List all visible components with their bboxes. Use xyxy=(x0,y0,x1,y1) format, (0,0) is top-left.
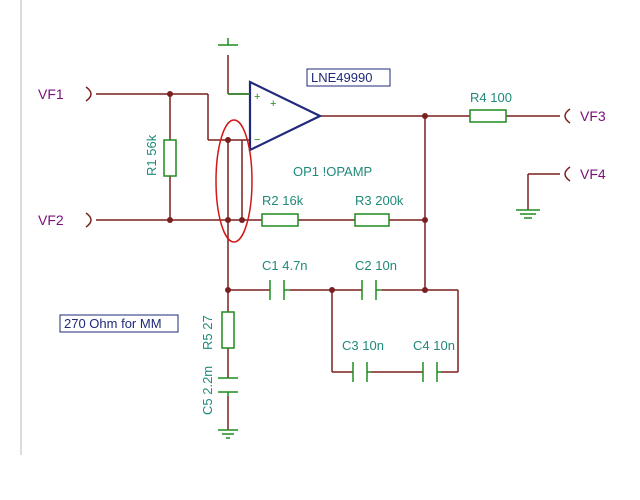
opamp-part-box xyxy=(306,68,391,87)
resistor-r2[interactable] xyxy=(261,213,299,227)
resistor-r5[interactable] xyxy=(221,311,235,349)
c1-label: C1 4.7n xyxy=(262,258,308,273)
wires xyxy=(96,55,560,430)
r3-label: R3 200k xyxy=(355,193,404,208)
capacitor-c2[interactable] xyxy=(361,280,382,300)
mm-note-label: 270 Ohm for MM xyxy=(64,316,162,331)
supply-icon xyxy=(218,38,238,46)
opamp-op1[interactable] xyxy=(228,80,323,152)
capacitor-c1[interactable] xyxy=(269,280,290,300)
resistor-r4[interactable] xyxy=(469,109,507,123)
vf2-port-icon[interactable] xyxy=(85,212,92,228)
vf4-port-icon[interactable] xyxy=(564,166,571,182)
junctions xyxy=(167,91,428,293)
r5-label: R5 27 xyxy=(200,315,215,350)
c5-label: C5 2.2m xyxy=(200,366,215,415)
opamp-plus-sign: + xyxy=(254,91,260,103)
resistor-r1[interactable] xyxy=(163,139,177,177)
capacitor-c5[interactable] xyxy=(218,377,238,396)
opamp-name-label: OP1 !OPAMP xyxy=(293,164,372,179)
highlight-ellipse xyxy=(215,119,253,243)
opamp-minus-sign: − xyxy=(254,134,260,146)
vf1-label: VF1 xyxy=(38,86,64,102)
r4-label: R4 100 xyxy=(470,90,512,105)
capacitor-c3[interactable] xyxy=(352,362,371,382)
vf4-label: VF4 xyxy=(580,166,606,182)
c2-label: C2 10n xyxy=(355,258,397,273)
mm-note-box xyxy=(59,314,179,333)
resistor-r3[interactable] xyxy=(354,213,390,227)
capacitor-c4[interactable] xyxy=(422,362,441,382)
opamp-part-label: LNE49990 xyxy=(311,70,372,85)
r2-label: R2 16k xyxy=(262,193,304,208)
opamp-plus-sign-inner: + xyxy=(270,98,276,110)
vf3-port-icon[interactable] xyxy=(564,108,571,124)
r1-label: R1 56k xyxy=(144,134,159,176)
vf2-label: VF2 xyxy=(38,212,64,228)
vf1-port-icon[interactable] xyxy=(85,86,92,102)
ground-icon xyxy=(516,209,540,219)
c5-ground-icon xyxy=(218,429,238,439)
c3-label: C3 10n xyxy=(342,338,384,353)
vf3-label: VF3 xyxy=(580,108,606,124)
c4-label: C4 10n xyxy=(413,338,455,353)
